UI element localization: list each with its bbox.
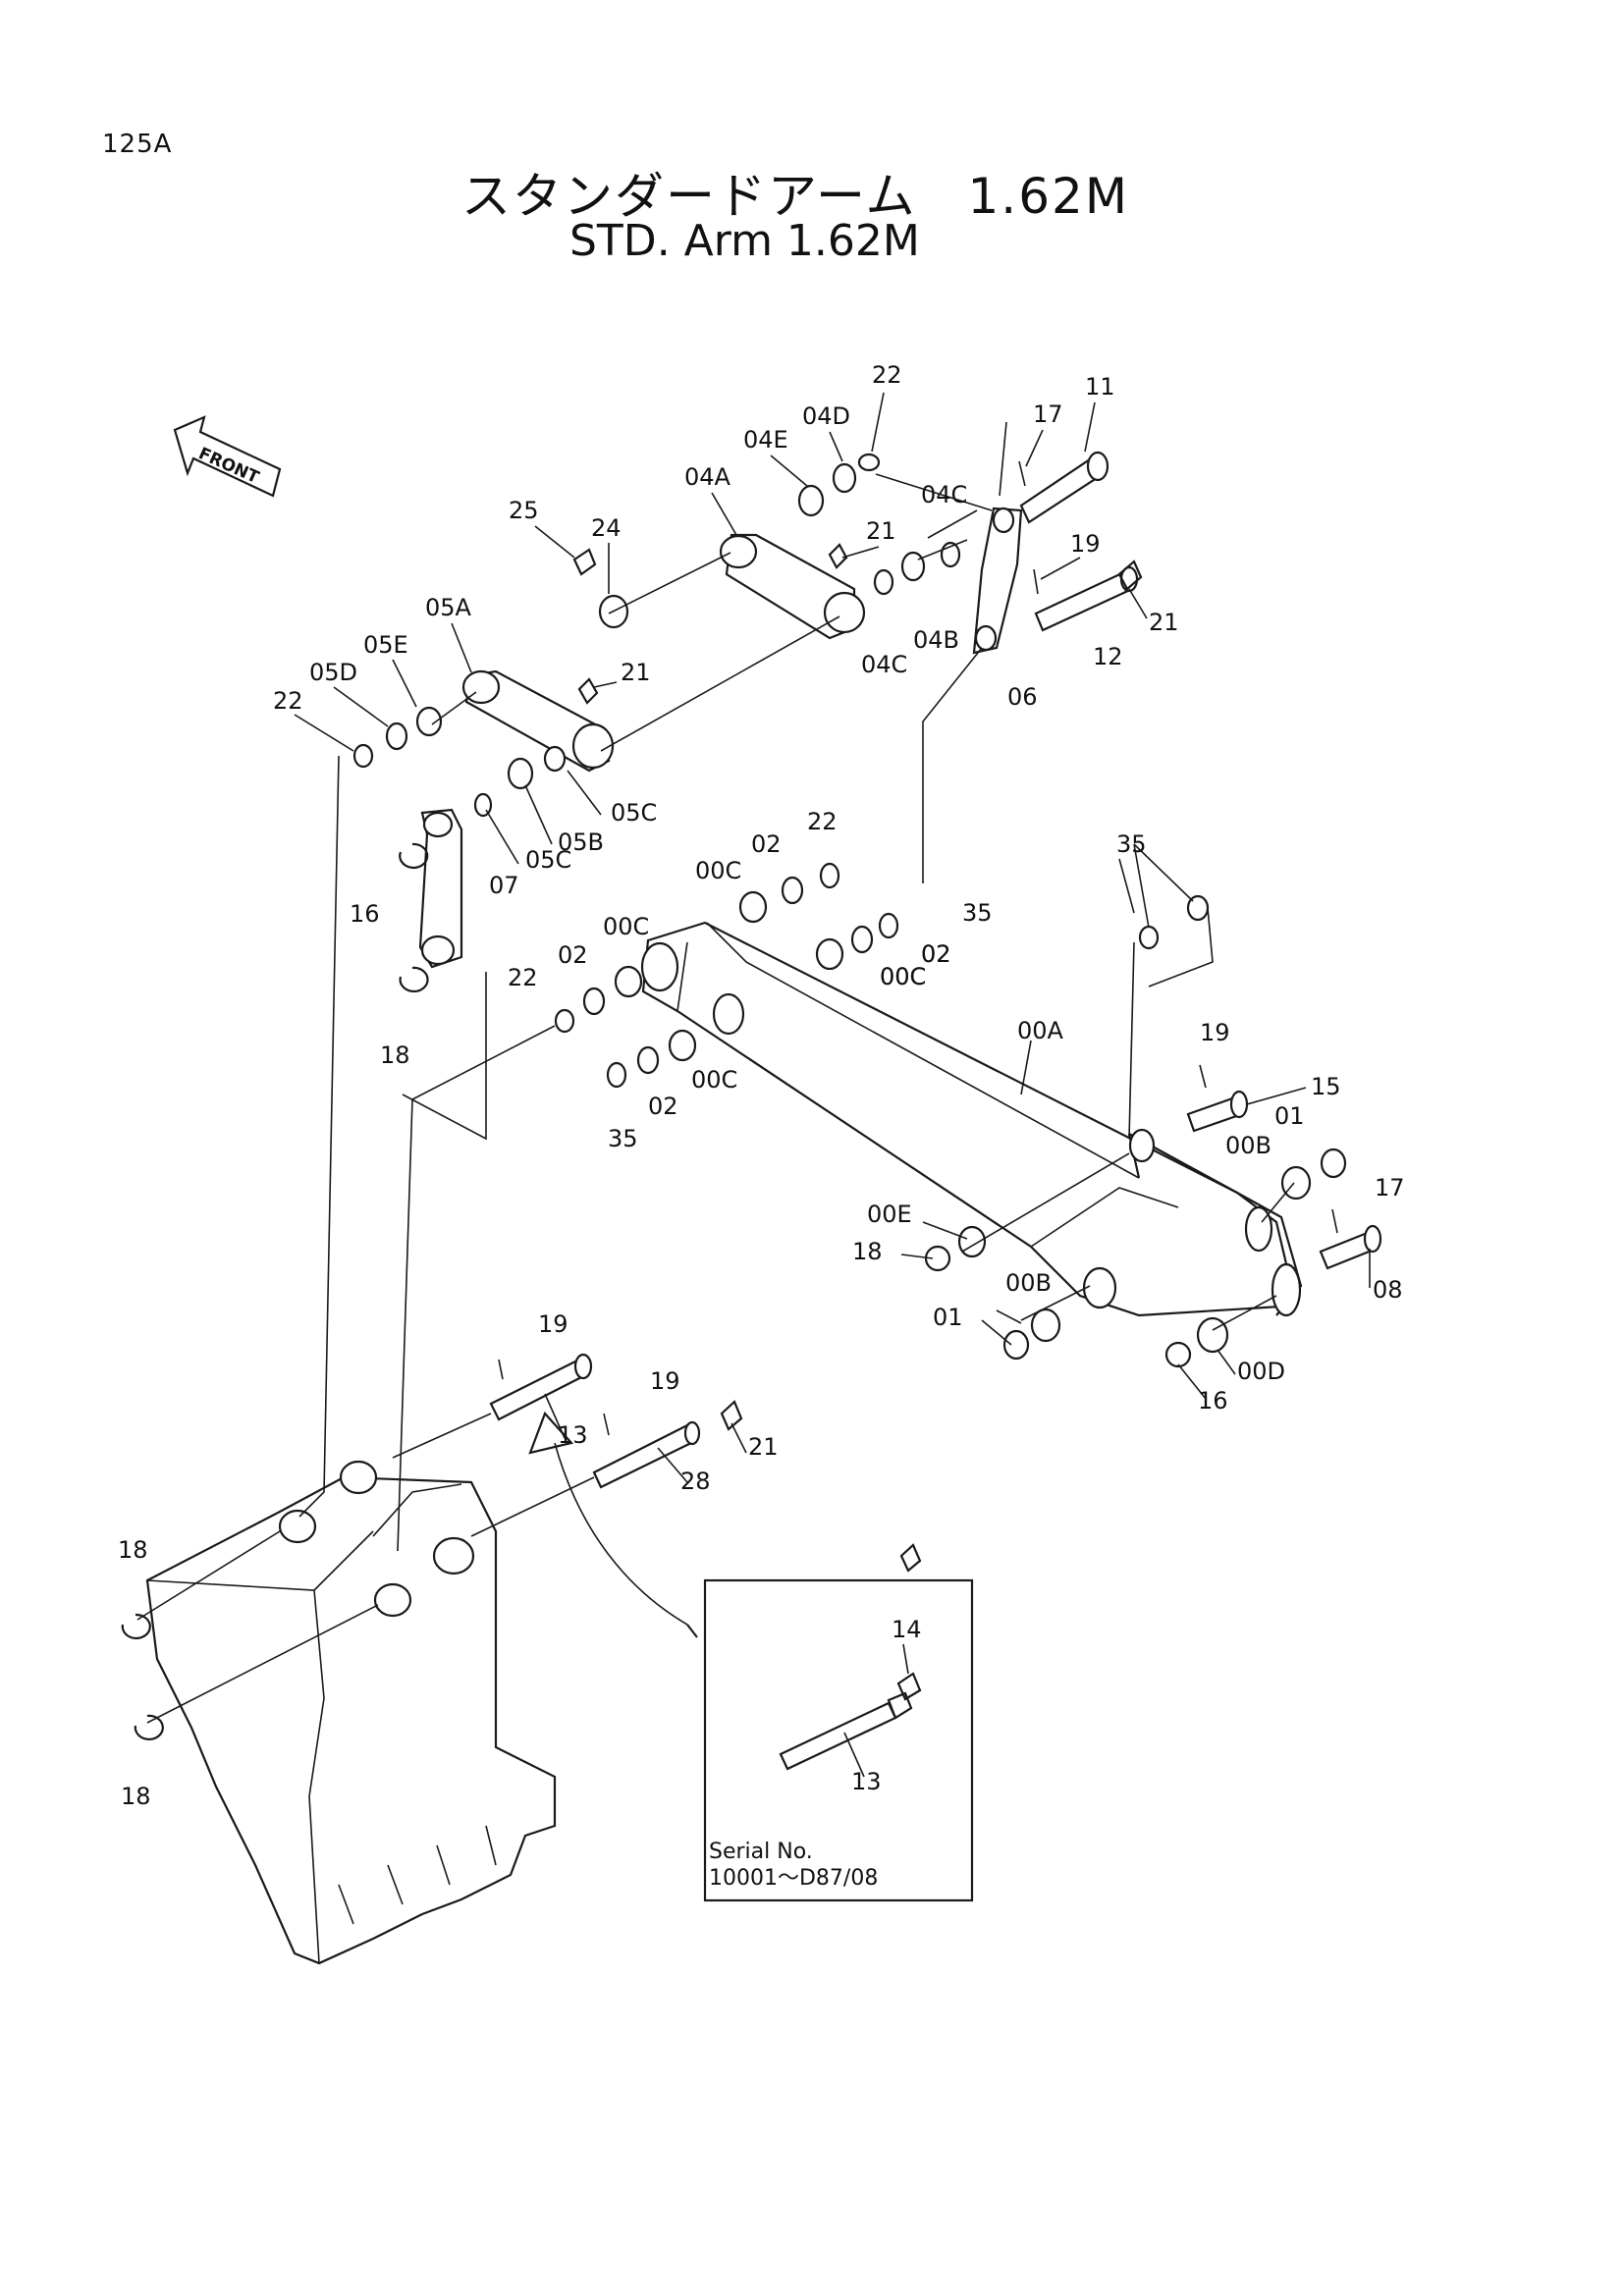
callout-label: 04A	[684, 463, 731, 491]
pin-13	[489, 1353, 593, 1421]
callout-label: 04D	[802, 402, 850, 430]
callout-label: 25	[509, 497, 539, 524]
callout-label: 22	[508, 964, 538, 991]
callout-label: 00C	[691, 1066, 737, 1094]
callout-label: 28	[680, 1468, 711, 1495]
callout-label: 35	[608, 1125, 638, 1152]
callout-label: 05A	[425, 594, 472, 621]
callout-label: 04B	[913, 626, 959, 654]
callout-label: 18	[121, 1783, 151, 1810]
page-code: 125A	[102, 130, 173, 159]
front-label: FRONT	[195, 444, 262, 488]
callout-label: 12	[1093, 643, 1123, 670]
inset-box: Serial No. 10001～D87/08	[703, 1578, 974, 1902]
callout-label: 01	[933, 1304, 963, 1331]
callout-label: 17	[1033, 400, 1063, 428]
curved-arrow-icon	[528, 1411, 698, 1638]
callout-label: 13	[851, 1768, 882, 1795]
title-english: STD. Arm 1.62M	[569, 216, 920, 266]
callout-label: 00A	[1017, 1017, 1064, 1044]
callout-label: 00C	[603, 913, 649, 940]
pin-11	[1019, 451, 1109, 524]
callout-labels: 22 11 17 04D 04E 04A 04C 25 24 21 19 21 …	[118, 361, 1405, 1810]
bushings-group	[121, 453, 1347, 1740]
callout-label: 16	[1198, 1387, 1228, 1415]
callout-label: 22	[807, 808, 838, 835]
callout-label: 17	[1375, 1174, 1405, 1201]
callout-label: 00D	[1237, 1358, 1285, 1385]
callout-label: 05D	[309, 659, 357, 686]
pin-08	[1319, 1224, 1382, 1270]
callout-label: 21	[748, 1433, 779, 1461]
callout-label: 02	[751, 830, 782, 858]
callout-label: 05E	[363, 631, 408, 659]
inset-serial-range: 10001～D87/08	[709, 1866, 878, 1891]
callout-label: 19	[650, 1367, 680, 1395]
assembly-lines	[136, 421, 1295, 1724]
callout-label: 18	[852, 1238, 883, 1265]
callout-label: 00C	[880, 963, 926, 990]
callout-label: 16	[350, 900, 380, 928]
callout-label: 04C	[921, 481, 967, 508]
callout-label: 00E	[867, 1201, 912, 1228]
callout-label: 08	[1373, 1276, 1403, 1304]
callout-label: 15	[1311, 1073, 1341, 1100]
callout-label: 14	[892, 1616, 922, 1643]
callout-label: 35	[962, 899, 993, 927]
link-07	[418, 808, 463, 969]
callout-label: 05B	[558, 828, 604, 856]
callout-label: 05C	[611, 799, 657, 827]
callout-label: 04C	[861, 651, 907, 678]
callout-label: 05C	[525, 846, 571, 874]
callout-label: 22	[872, 361, 902, 389]
fittings-group	[498, 460, 1338, 1573]
link-05A	[461, 669, 615, 773]
callout-label: 21	[866, 517, 896, 545]
pin-28	[592, 1420, 701, 1489]
callout-label: 13	[558, 1421, 588, 1449]
callout-label: 18	[118, 1536, 148, 1564]
callout-label: 02	[558, 941, 588, 969]
callout-label: 06	[1007, 683, 1038, 711]
callout-label: 04E	[743, 426, 788, 454]
callout-label: 00B	[1225, 1132, 1271, 1159]
callout-label: 02	[648, 1093, 678, 1120]
label-leaders	[294, 392, 1371, 1778]
callout-label: 02	[921, 940, 951, 968]
callout-label: 21	[1149, 609, 1179, 636]
callout-label: 18	[380, 1041, 410, 1069]
callout-label: 22	[273, 687, 303, 715]
front-arrow-icon: FRONT	[173, 415, 282, 498]
inset-serial-label: Serial No.	[709, 1840, 813, 1864]
arm-body-00A	[640, 921, 1303, 1317]
callout-label: 19	[538, 1310, 568, 1338]
callout-label: 02	[921, 940, 951, 968]
callout-label: 00C	[880, 963, 926, 990]
callout-label: 24	[591, 514, 622, 542]
callout-label: 35	[1116, 830, 1147, 858]
callout-label: 07	[489, 872, 519, 899]
link-04A	[719, 533, 866, 640]
callout-label: 01	[1274, 1102, 1305, 1130]
callout-label: 11	[1085, 373, 1115, 400]
callout-label: 19	[1070, 530, 1101, 558]
bucket	[145, 1460, 557, 1965]
callout-label: 00B	[1005, 1269, 1052, 1297]
callout-label: 21	[621, 659, 651, 686]
callout-label: 19	[1200, 1019, 1230, 1046]
title-japanese: スタンダードアーム 1.62M	[461, 168, 1129, 225]
callout-label: 00C	[695, 857, 741, 884]
pin-15	[1186, 1090, 1249, 1133]
link-06	[972, 507, 1023, 655]
